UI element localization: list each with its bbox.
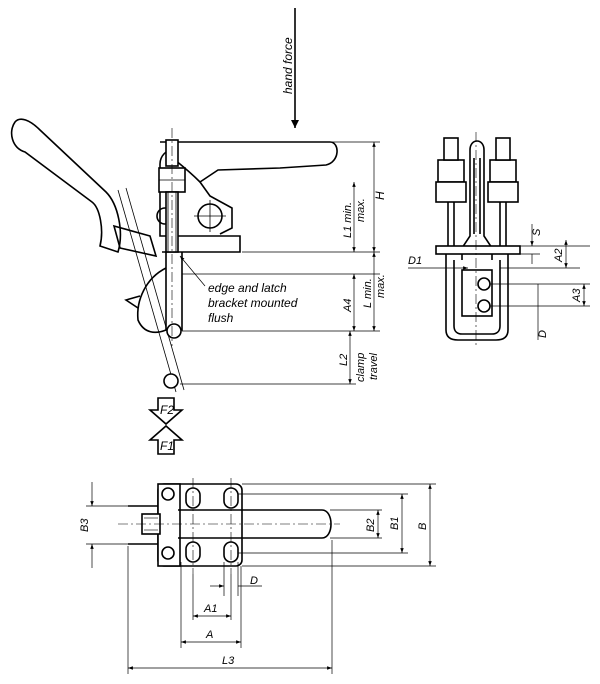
note-leader bbox=[179, 255, 206, 287]
side-view: hand force bbox=[10, 8, 387, 455]
note-line-1: edge and latch bbox=[208, 281, 287, 295]
spindle-tip bbox=[166, 323, 182, 339]
A3-label: A3 bbox=[571, 288, 583, 303]
D-top-label: D bbox=[250, 575, 258, 587]
open-handle-outline bbox=[10, 118, 122, 254]
L1-max-label: max. bbox=[355, 198, 367, 222]
H-label: H bbox=[373, 191, 387, 200]
front-view: S A2 A3 D D1 bbox=[408, 132, 590, 346]
L2-label: L2 bbox=[338, 354, 350, 366]
F1-label: F1 bbox=[160, 439, 174, 453]
F1-arrow bbox=[147, 424, 185, 455]
latch-bracket-front bbox=[445, 254, 509, 341]
F2-label: F2 bbox=[160, 403, 174, 417]
hand-force-label: hand force bbox=[281, 37, 295, 94]
A-label: A bbox=[205, 629, 213, 641]
A2-label: A2 bbox=[553, 249, 565, 263]
L-min-label: L min. bbox=[362, 278, 374, 308]
latch-bracket bbox=[165, 252, 183, 331]
L-max-label: max. bbox=[375, 274, 387, 298]
B3-label: B3 bbox=[79, 518, 91, 532]
L1-label: L1 min. bbox=[342, 202, 354, 238]
D1-label: D1 bbox=[408, 255, 422, 267]
clamp-travel-label-1: clamp bbox=[355, 353, 367, 382]
note-line-2: bracket mounted bbox=[208, 296, 298, 310]
B1-label: B1 bbox=[389, 517, 401, 530]
note-line-3: flush bbox=[208, 311, 234, 325]
top-view: B2 B1 B B3 D A1 A L3 bbox=[79, 478, 436, 674]
D-side-label: D bbox=[537, 330, 549, 338]
front-base-plate bbox=[435, 245, 521, 255]
B-label: B bbox=[417, 523, 429, 530]
A1-label: A1 bbox=[203, 603, 217, 615]
A4-label: A4 bbox=[342, 299, 354, 313]
clamp-lever-body bbox=[159, 141, 338, 253]
S-label: S bbox=[531, 228, 543, 236]
open-nut bbox=[112, 224, 158, 258]
clamp-travel-label-2: travel bbox=[368, 353, 380, 380]
front-lever bbox=[461, 150, 493, 260]
open-spindle-tip bbox=[163, 373, 179, 389]
B2-label: B2 bbox=[365, 519, 377, 532]
L3-label: L3 bbox=[222, 655, 235, 667]
F2-arrow bbox=[147, 397, 185, 426]
open-spindle-line bbox=[117, 189, 177, 393]
